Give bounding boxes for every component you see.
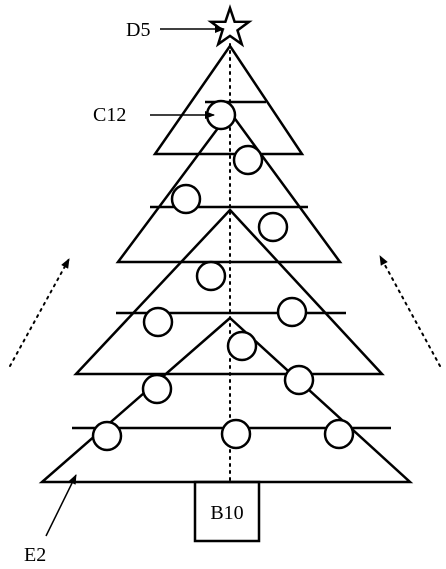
ornament [276,296,308,328]
ornament [170,183,202,215]
ornament [220,418,252,450]
tree-tier-top [152,43,305,156]
bottom-label: E2 [24,544,46,566]
ornament [195,260,227,292]
upper-label: C12 [93,104,126,126]
ornament [141,373,173,405]
ornament [91,420,123,452]
star-icon [207,4,253,48]
tree-trunk [193,480,261,543]
left-dotted-arrow [9,258,70,367]
trunk-label: B10 [210,502,243,524]
right-dotted-arrow [379,255,441,367]
ornament [142,306,174,338]
ornament [323,418,355,450]
ornaments [91,99,355,452]
tree-tier-middle [115,109,343,264]
ornament [226,330,258,362]
bottom-callout-arrow [45,474,77,537]
ornament [257,211,289,243]
ornament [232,144,264,176]
top-label: D5 [126,19,150,41]
tree-tier-bottom [38,316,414,484]
ornament [283,364,315,396]
